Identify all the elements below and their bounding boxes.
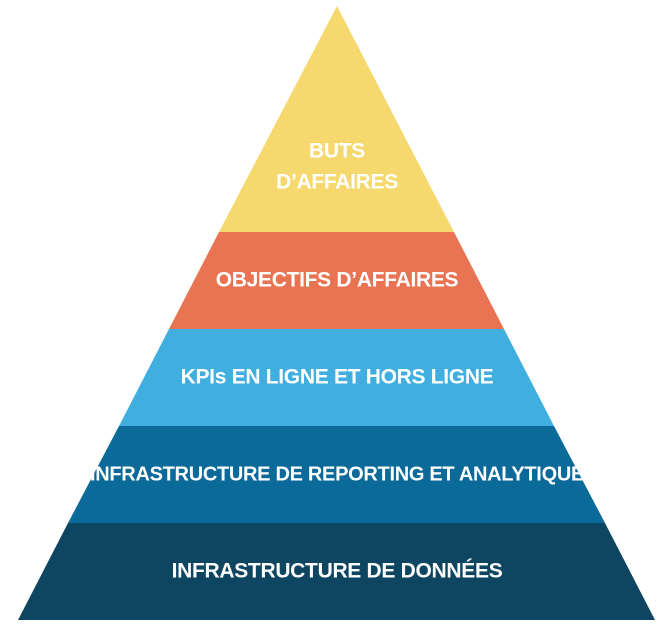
tier-buts-affaires-label-line1: BUTS bbox=[309, 140, 365, 163]
tier-buts-affaires: BUTS D’AFFAIRES bbox=[219, 6, 454, 232]
tier-kpis-label: KPIs EN LIGNE ET HORS LIGNE bbox=[181, 366, 494, 389]
tier-buts-affaires-label-line2: D’AFFAIRES bbox=[276, 171, 398, 194]
tier-kpis: KPIs EN LIGNE ET HORS LIGNE bbox=[119, 329, 554, 426]
tier-objectifs-affaires-shape bbox=[169, 232, 504, 329]
tier-reporting-analytique-label: INFRASTRUCTURE DE REPORTING ET ANALYTIQU… bbox=[90, 463, 584, 485]
tier-donnees: INFRASTRUCTURE DE DONNÉES bbox=[18, 523, 655, 620]
tier-objectifs-affaires-label: OBJECTIFS D’AFFAIRES bbox=[216, 269, 459, 292]
tier-objectifs-affaires: OBJECTIFS D’AFFAIRES bbox=[169, 232, 504, 329]
tier-reporting-analytique-shape bbox=[68, 426, 605, 523]
tier-donnees-label: INFRASTRUCTURE DE DONNÉES bbox=[172, 560, 503, 583]
tier-buts-affaires-shape bbox=[219, 6, 454, 232]
tier-kpis-shape bbox=[119, 329, 554, 426]
tier-reporting-analytique: INFRASTRUCTURE DE REPORTING ET ANALYTIQU… bbox=[68, 426, 605, 523]
tier-donnees-shape bbox=[18, 523, 655, 620]
